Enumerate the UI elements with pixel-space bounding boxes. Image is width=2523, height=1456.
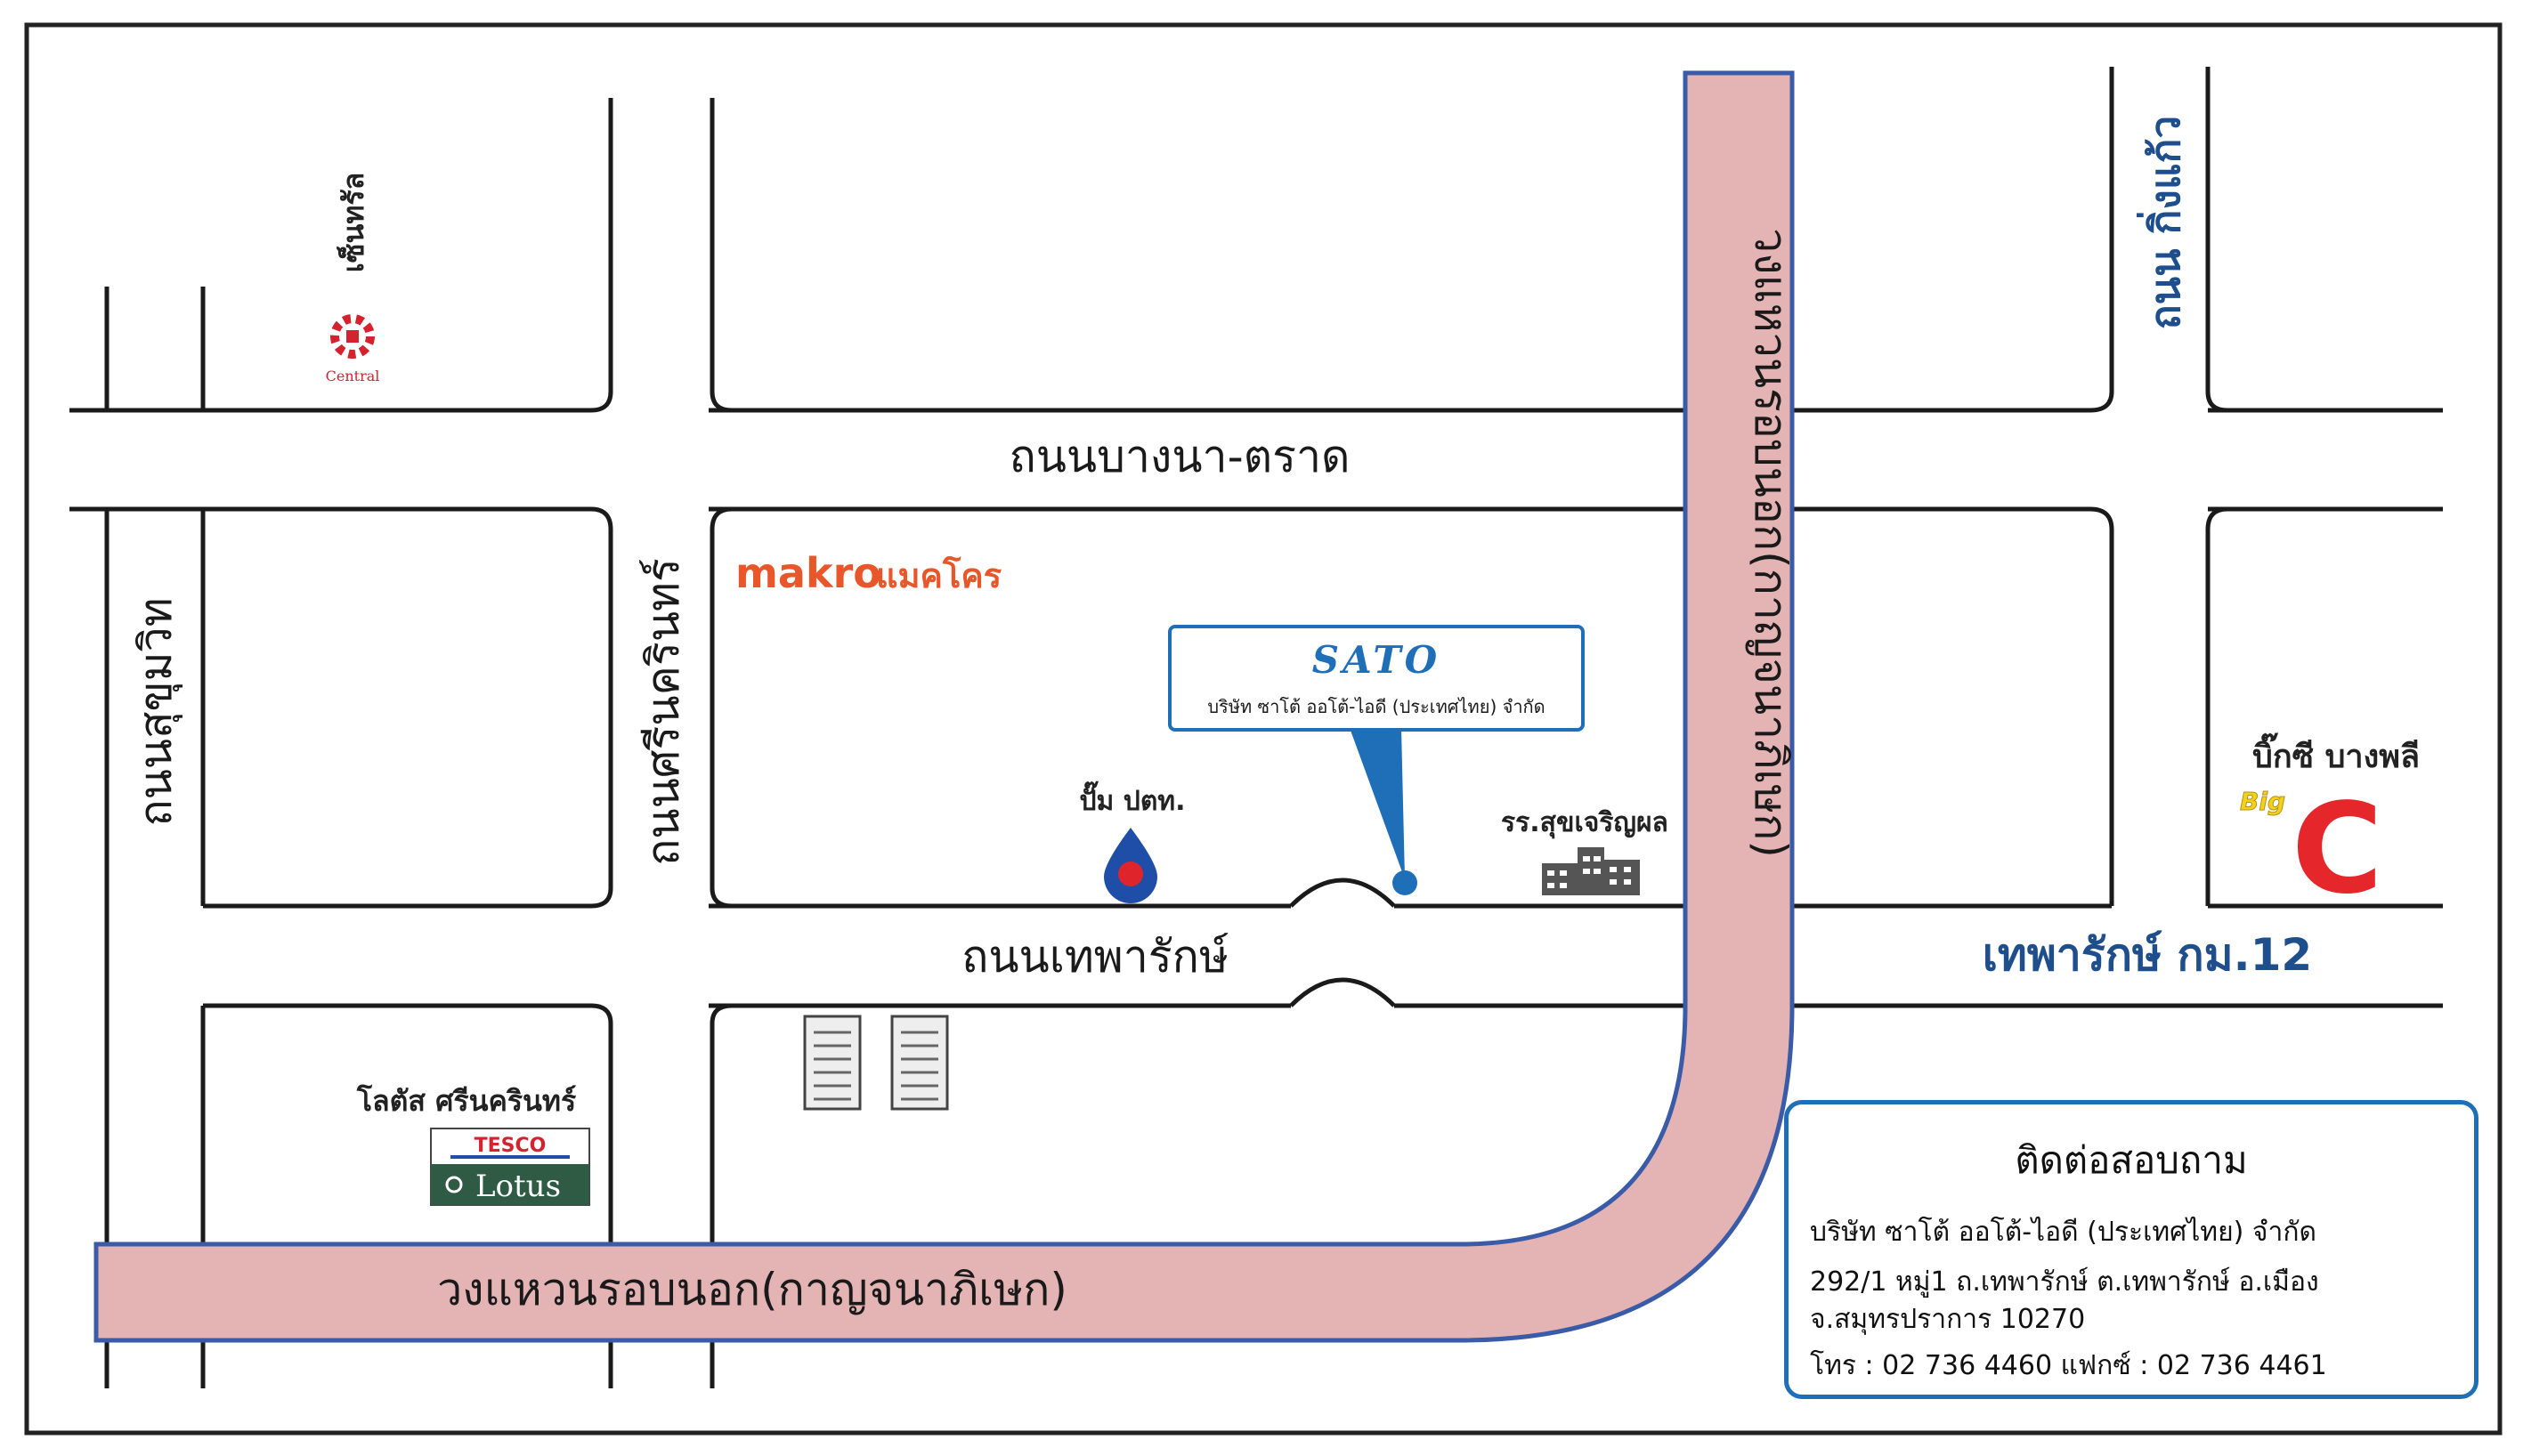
road-label-theparak: ถนนเทพารักษ์ (961, 931, 1229, 983)
contact-title: ติดต่อสอบถาม (2015, 1138, 2248, 1182)
road-label-sukhumvit: ถนนสุขุมวิท (130, 597, 183, 826)
central-label: เซ็นทรัล (336, 173, 370, 272)
road-label-theparak-km12: เทพารักษ์ กม.12 (1983, 929, 2312, 981)
tesco-lotus-logo-icon: TESCO Lotus (430, 1128, 590, 1206)
road-label-outer-ring-vertical: วงแหวนรอบนอก(กาญจนาภิเษก) (1745, 228, 1797, 858)
school-label: รร.สุขเจริญผล (1501, 807, 1668, 839)
road-lines (69, 67, 2443, 1388)
bigc-logo-c: C (2292, 777, 2383, 922)
central-logo-text: Central (326, 368, 380, 384)
sato-company-name: บริษัท ซาโต้ ออโต้-ไอดี (ประเทศไทย) จำกั… (1207, 696, 1545, 717)
apartment-building-icon (803, 1015, 949, 1111)
road-label-king-kaew: ถนน กิ่งแก้ว (2137, 116, 2189, 329)
bigc-logo-icon: C Big (2240, 777, 2383, 922)
road-label-bangna-trat: ถนนบางนา-ตราด (1009, 431, 1350, 482)
school-building-icon (1542, 847, 1640, 895)
makro-logo-icon: makro (735, 549, 881, 597)
lotus-logo-text: Lotus (475, 1169, 561, 1204)
sato-logo: SATO (1311, 638, 1441, 682)
bigc-label: บิ๊กซี บางพลี (2252, 732, 2420, 775)
sato-callout: SATO บริษัท ซาโต้ ออโต้-ไอดี (ประเทศไทย)… (1168, 625, 1585, 732)
contact-phone: โทร : 02 736 4460 แฟกซ์ : 02 736 4461 (1810, 1350, 2327, 1381)
ptt-label: ปั๊ม ปตท. (1080, 781, 1186, 817)
ptt-drop-icon (1104, 828, 1157, 903)
road-label-srinakarin: ถนนศรีนครินทร์ (637, 558, 689, 866)
callout-pointer (1350, 728, 1405, 879)
lotus-label: โลตัส ศรีนครินทร์ (356, 1084, 576, 1118)
road-label-outer-ring-horizontal: วงแหวนรอบนอก(กาญจนาภิเษก) (437, 1264, 1067, 1315)
central-logo-icon (330, 314, 375, 359)
outer-ring-road-band (93, 70, 1795, 1343)
contact-company: บริษัท ซาโต้ ออโต้-ไอดี (ประเทศไทย) จำกั… (1810, 1217, 2316, 1248)
location-pin (1392, 870, 1417, 895)
tesco-logo-text: TESCO (475, 1135, 547, 1157)
makro-thai-label: แมคโคร (876, 555, 1002, 595)
contact-address-2: จ.สมุทรปราการ 10270 (1810, 1304, 2086, 1335)
contact-box: ติดต่อสอบถาม บริษัท ซาโต้ ออโต้-ไอดี (ปร… (1784, 1100, 2478, 1399)
contact-address-1: 292/1 หมู่1 ถ.เทพารักษ์ ต.เทพารักษ์ อ.เม… (1810, 1266, 2319, 1298)
bigc-logo-big: Big (2240, 787, 2285, 816)
